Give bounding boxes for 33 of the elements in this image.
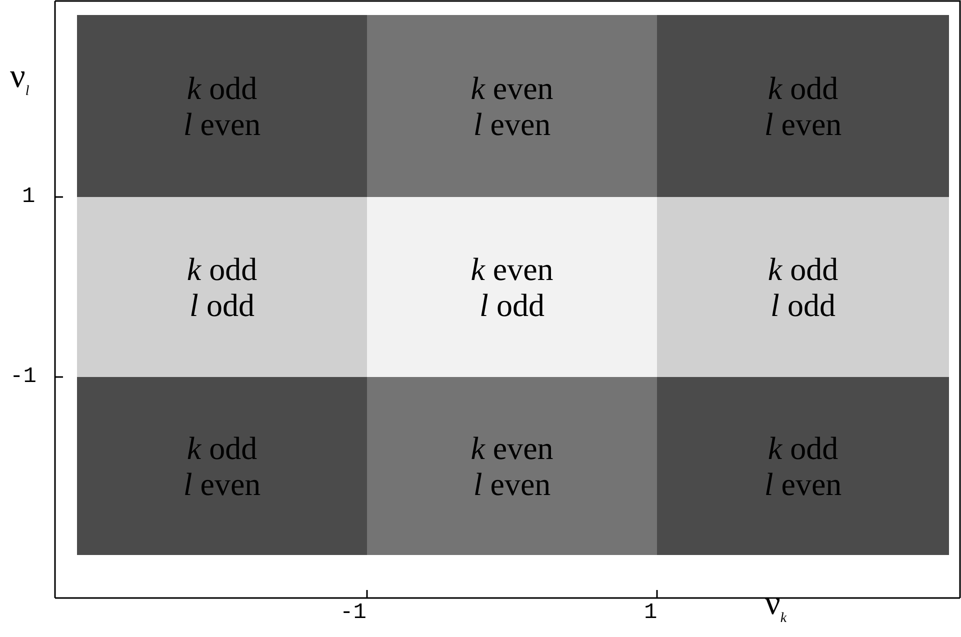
region-label: k odd bbox=[186, 70, 258, 106]
region-label: l even bbox=[183, 466, 261, 502]
shaded-region bbox=[657, 15, 949, 197]
tick-label: 1 bbox=[22, 184, 36, 209]
region-label: l even bbox=[473, 466, 551, 502]
region-label: k even bbox=[470, 70, 554, 106]
region-label: k odd bbox=[186, 430, 258, 466]
tick-label: -1 bbox=[340, 600, 366, 625]
region-label: k even bbox=[470, 430, 554, 466]
region-label: k odd bbox=[768, 251, 838, 287]
region-label: l even bbox=[183, 106, 261, 142]
shaded-region bbox=[657, 377, 949, 555]
region-label: l odd bbox=[770, 287, 836, 323]
shaded-region bbox=[77, 15, 367, 197]
shaded-region bbox=[367, 15, 657, 197]
region-label: k odd bbox=[768, 430, 838, 466]
region-label: l even bbox=[764, 466, 842, 502]
region-label: l even bbox=[473, 106, 551, 142]
region-label: l odd bbox=[480, 287, 544, 323]
region-label: l even bbox=[764, 106, 842, 142]
tick-label: -1 bbox=[10, 364, 36, 389]
region-label: k odd bbox=[186, 251, 258, 287]
y-axis-title: ν$_{l}$ bbox=[10, 58, 30, 100]
shaded-region bbox=[77, 197, 367, 377]
tick-label: 1 bbox=[644, 600, 658, 625]
region-label: k odd bbox=[768, 70, 838, 106]
shaded-region bbox=[657, 197, 949, 377]
region-label: k even bbox=[470, 251, 554, 287]
shaded-region bbox=[367, 377, 657, 555]
x-axis-title: ν$_{k}$ bbox=[765, 585, 787, 627]
shaded-region bbox=[77, 377, 367, 555]
region-label: l odd bbox=[190, 287, 254, 323]
shaded-region bbox=[367, 197, 657, 377]
